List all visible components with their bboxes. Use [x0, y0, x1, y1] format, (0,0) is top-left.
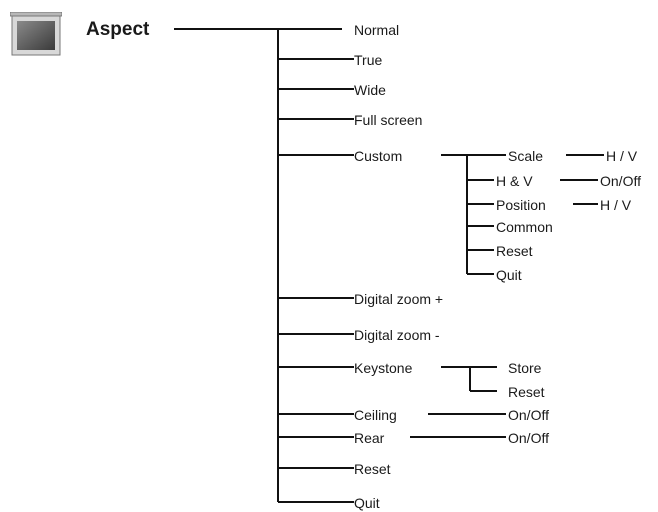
menu-item-ceiling[interactable]: Ceiling — [354, 407, 397, 423]
custom-item-h-and-v[interactable]: H & V — [496, 173, 533, 189]
keystone-item-store[interactable]: Store — [508, 360, 542, 376]
position-value[interactable]: H / V — [600, 197, 632, 213]
ceiling-value[interactable]: On/Off — [508, 407, 549, 423]
keystone-item-reset[interactable]: Reset — [508, 384, 545, 400]
menu-item-rear[interactable]: Rear — [354, 430, 385, 446]
custom-item-quit[interactable]: Quit — [496, 267, 522, 283]
projector-screen-icon — [9, 11, 63, 56]
custom-item-reset[interactable]: Reset — [496, 243, 533, 259]
rear-value[interactable]: On/Off — [508, 430, 549, 446]
menu-item-digital-zoom-minus[interactable]: Digital zoom - — [354, 327, 440, 343]
scale-value[interactable]: H / V — [606, 148, 638, 164]
custom-item-scale[interactable]: Scale — [508, 148, 544, 164]
menu-item-custom[interactable]: Custom — [354, 148, 403, 164]
menu-item-true[interactable]: True — [354, 52, 383, 68]
menu-title: Aspect — [86, 19, 150, 40]
menu-item-full-screen[interactable]: Full screen — [354, 112, 423, 128]
menu-item-normal[interactable]: Normal — [354, 22, 400, 38]
menu-item-keystone[interactable]: Keystone — [354, 360, 413, 376]
menu-item-quit[interactable]: Quit — [354, 495, 380, 511]
h-and-v-value[interactable]: On/Off — [600, 173, 641, 189]
menu-item-digital-zoom-plus[interactable]: Digital zoom + — [354, 291, 444, 307]
custom-item-common[interactable]: Common — [496, 219, 553, 235]
menu-item-reset[interactable]: Reset — [354, 461, 391, 477]
custom-item-position[interactable]: Position — [496, 197, 546, 213]
menu-item-wide[interactable]: Wide — [354, 82, 386, 98]
